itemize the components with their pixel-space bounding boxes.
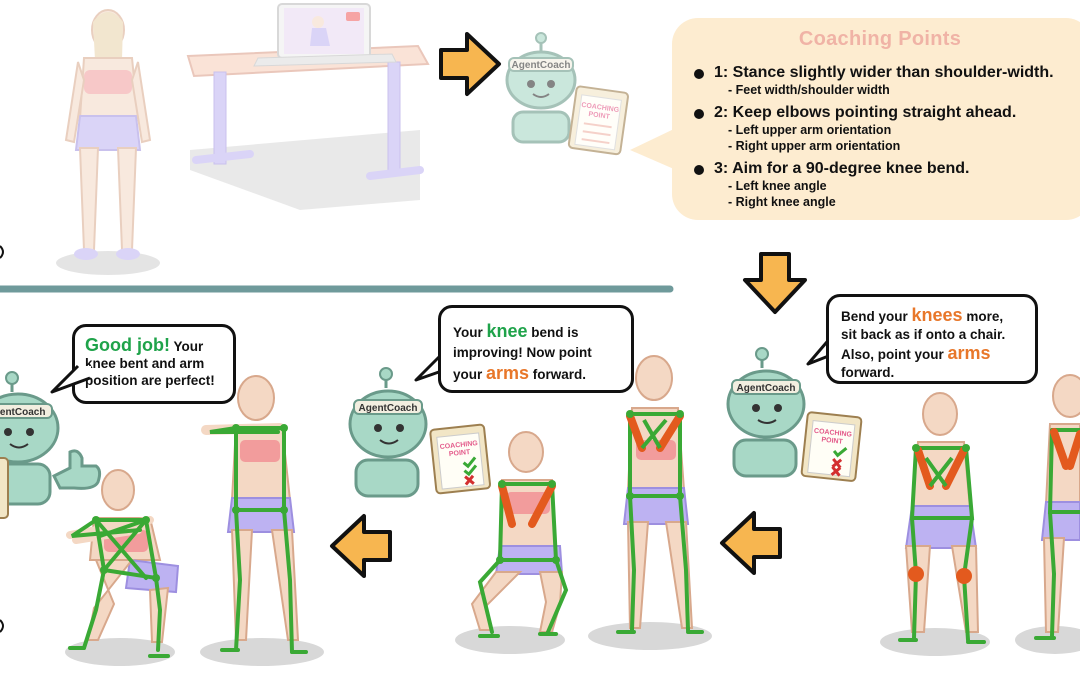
coaching-point-sub: - Left knee angle bbox=[728, 179, 827, 193]
bullet-icon bbox=[694, 69, 704, 79]
bubble-emphasis: Good job! bbox=[85, 335, 170, 355]
robot-coach-top: AgentCoach COACHING POINT bbox=[505, 32, 629, 156]
arrow-down-icon bbox=[743, 252, 807, 314]
svg-text:POINT: POINT bbox=[588, 111, 611, 121]
arrow-right-icon bbox=[439, 32, 501, 96]
squat-figure-arm-error bbox=[470, 431, 569, 638]
coaching-points-title: Coaching Points bbox=[798, 28, 962, 50]
squat-figure-knee-error bbox=[898, 392, 986, 644]
robot-coach-right: AgentCoach COACHING POINT bbox=[726, 347, 863, 482]
coaching-point-main: 1: Stance slightly wider than shoulder-w… bbox=[714, 64, 1054, 81]
robot-coach-thumbs-up: AgentCoach bbox=[0, 371, 102, 519]
coaching-points-panel bbox=[672, 18, 1080, 220]
speech-bubble-improving: Your knee bend is improving! Now point y… bbox=[438, 305, 634, 393]
coaching-point: 3: Aim for a 90-degree knee bend. - Left… bbox=[692, 160, 1080, 210]
standing-desk bbox=[186, 3, 430, 210]
svg-text:POINT: POINT bbox=[449, 449, 472, 458]
svg-text:POINT: POINT bbox=[821, 437, 844, 446]
arrow-left-icon bbox=[720, 511, 782, 575]
coaching-point: 1: Stance slightly wider than shoulder-w… bbox=[692, 64, 1080, 98]
bubble-text: forward. bbox=[841, 365, 895, 380]
coaching-point-sub: - Left upper arm orientation bbox=[728, 123, 892, 137]
bubble-text: knee bent and arm bbox=[85, 356, 205, 371]
svg-text:COACHING: COACHING bbox=[814, 428, 853, 439]
coaching-point-sub: - Right knee angle bbox=[728, 195, 836, 209]
bubble-text: Bend your bbox=[841, 309, 912, 324]
coaching-point-main: 3: Aim for a 90-degree knee bend. bbox=[714, 160, 970, 177]
bubble-text: Also, point your bbox=[841, 347, 948, 362]
speech-bubble-bend-knees: Bend your knees more, sit back as if ont… bbox=[826, 294, 1038, 384]
bubble-text: your bbox=[453, 367, 487, 382]
standing-figure-good bbox=[201, 375, 308, 654]
bubble-text: Your bbox=[169, 339, 204, 354]
bullet-icon bbox=[694, 165, 704, 175]
bubble-text: bend is bbox=[527, 325, 579, 340]
setup-scene bbox=[56, 3, 430, 275]
speech-bubble-good-job: Good job! Your knee bent and arm positio… bbox=[72, 324, 236, 404]
robot-name-label: AgentCoach bbox=[359, 403, 418, 414]
svg-text:COACHING: COACHING bbox=[439, 440, 478, 451]
coaching-point-sub: - Feet width/shoulder width bbox=[728, 83, 890, 97]
bubble-text: position are perfect! bbox=[85, 373, 215, 388]
standing-person bbox=[64, 9, 152, 260]
robot-name-label: AgentCoach bbox=[512, 60, 571, 71]
standing-figure-partial bbox=[1034, 374, 1080, 640]
robot-name-label: AgentCoach bbox=[0, 407, 45, 418]
bubble-text: sit back as if onto a chair. bbox=[841, 327, 1006, 342]
robot-name-label: AgentCoach bbox=[737, 383, 796, 394]
coaching-point-main: 2: Keep elbows pointing straight ahead. bbox=[714, 104, 1017, 121]
bubble-emphasis: arms bbox=[486, 363, 530, 383]
bullet-icon bbox=[694, 109, 704, 119]
bubble-text: forward. bbox=[529, 367, 587, 382]
coaching-point-sub: - Right upper arm orientation bbox=[728, 139, 901, 153]
bubble-text: Your bbox=[453, 325, 487, 340]
bubble-text: more, bbox=[962, 309, 1004, 324]
squat-figure-good bbox=[66, 469, 180, 658]
arrow-left-icon bbox=[330, 514, 392, 578]
robot-coach-middle: AgentCoach COACHING POINT bbox=[348, 367, 491, 498]
coaching-point: 2: Keep elbows pointing straight ahead. … bbox=[692, 104, 1080, 154]
bubble-emphasis: arms bbox=[947, 343, 991, 363]
bubble-emphasis: knees bbox=[911, 305, 963, 325]
bubble-text: improving! Now point bbox=[453, 345, 592, 360]
standing-figure-arm-error bbox=[616, 355, 704, 634]
bubble-emphasis: knee bbox=[486, 321, 528, 341]
coaching-points-list: 1: Stance slightly wider than shoulder-w… bbox=[692, 64, 1080, 216]
